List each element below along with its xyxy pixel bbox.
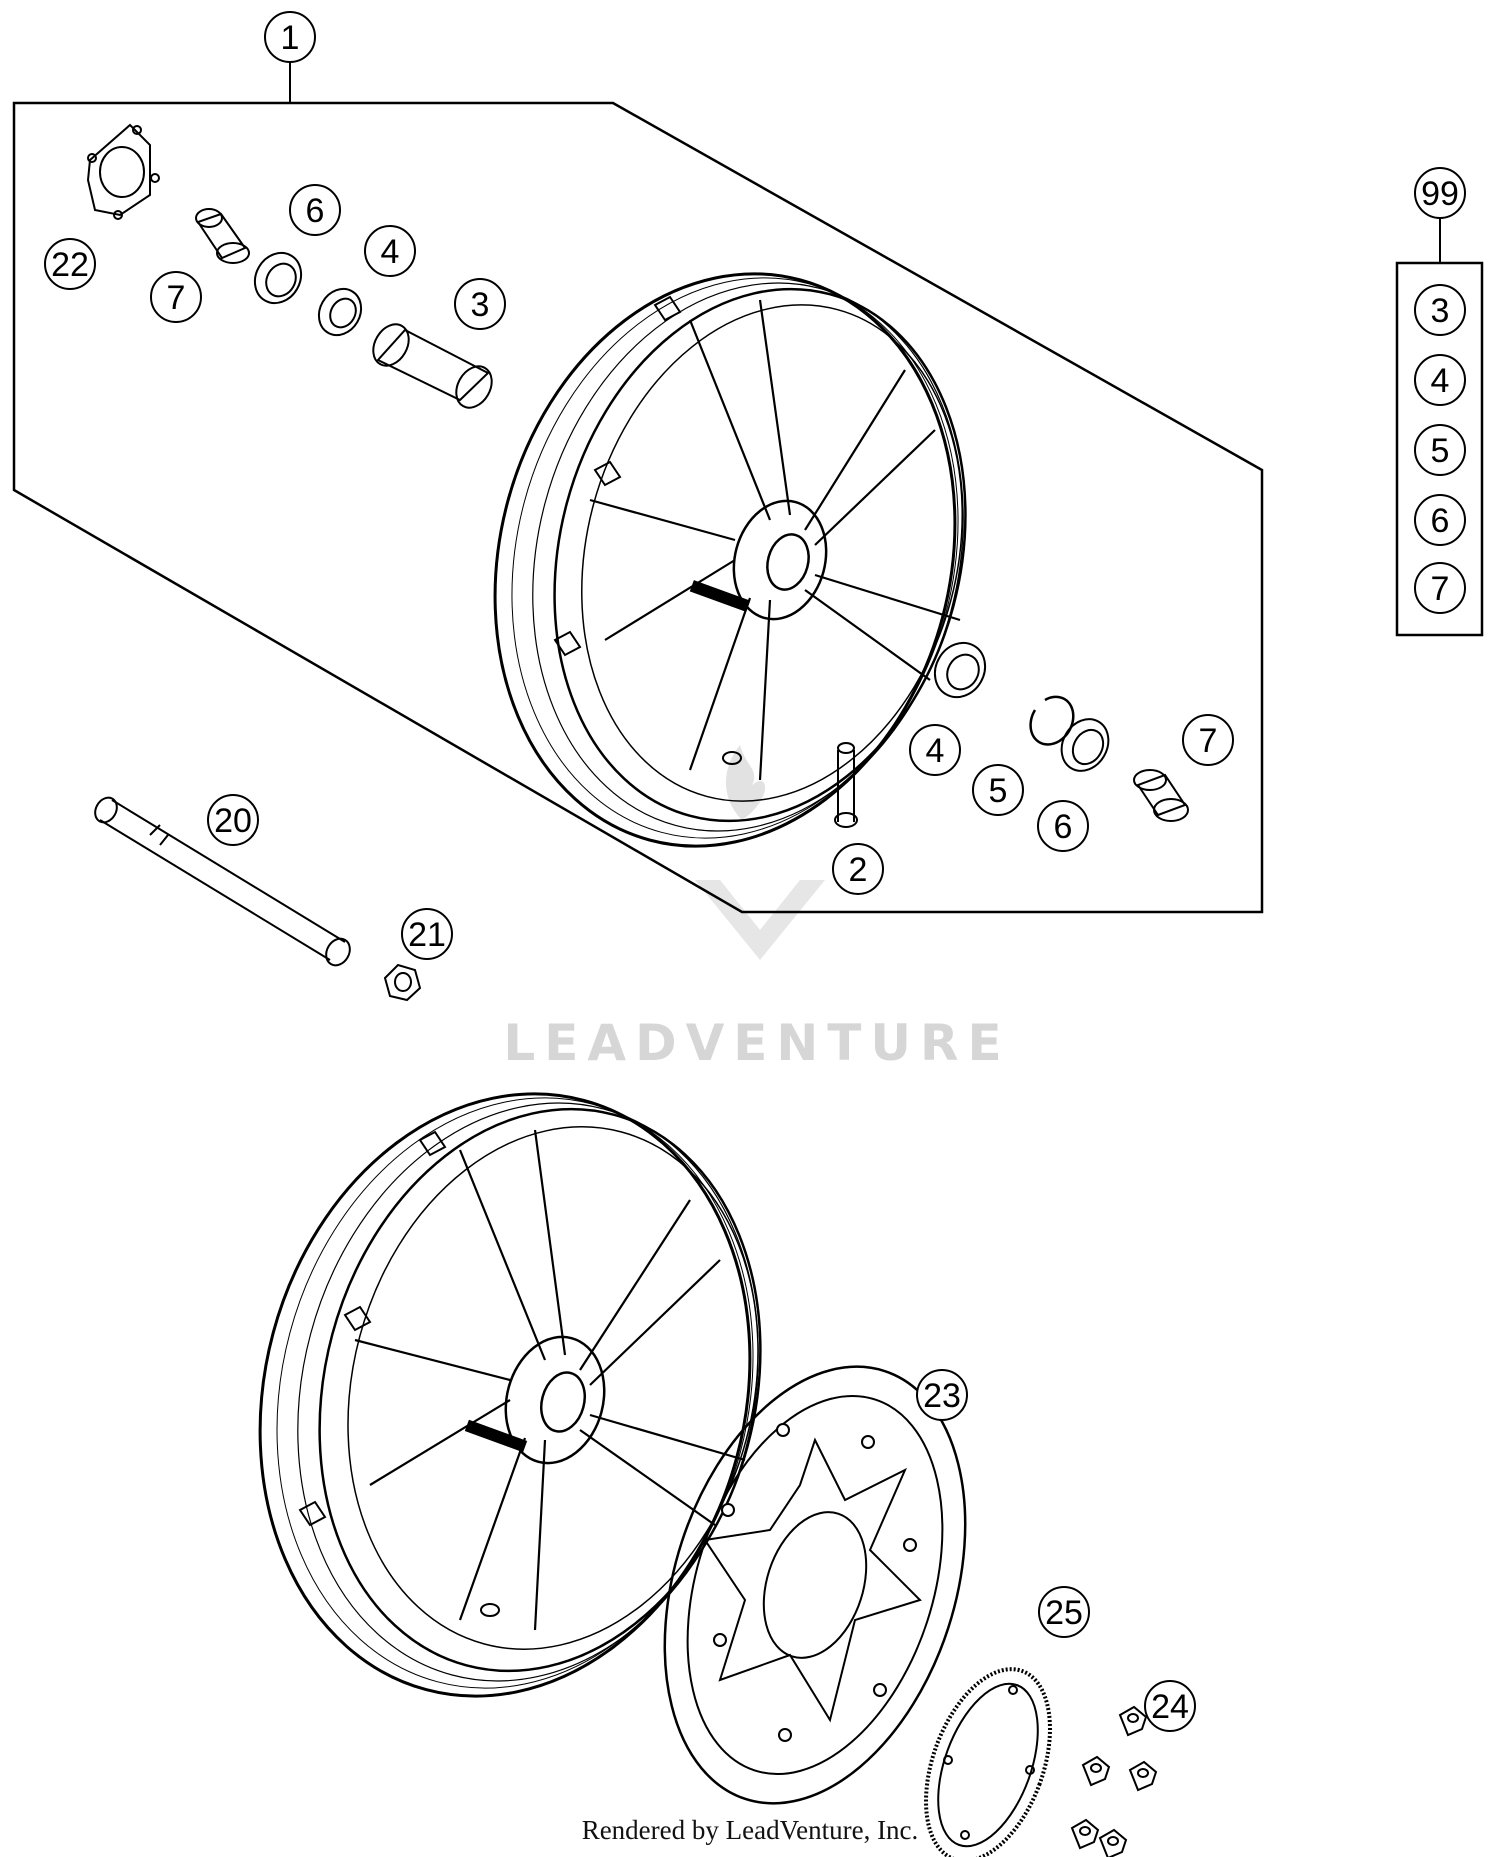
bolt-2	[834, 742, 858, 828]
lower-wheel	[258, 1092, 762, 1698]
callout-7-right[interactable]: 7	[1182, 714, 1234, 766]
callout-label: 4	[1431, 362, 1450, 400]
seal-6-right	[1060, 718, 1110, 772]
leadventure-watermark: LEADVENTURE	[503, 745, 1010, 1072]
callout-label: 6	[1054, 808, 1073, 846]
callout-label: 1	[281, 19, 300, 57]
callout-label: 23	[923, 1377, 961, 1415]
callout-label: 4	[381, 233, 400, 271]
callout-4-right[interactable]: 4	[909, 724, 961, 776]
watermark-text: LEADVENTURE	[503, 1014, 1010, 1072]
sensor-ring-22	[86, 123, 160, 220]
callout-label: 22	[51, 246, 89, 284]
callout-label: 5	[989, 772, 1008, 810]
footer-credit: Rendered by LeadVenture, Inc.	[581, 1815, 919, 1845]
callout-label: 7	[1199, 722, 1218, 760]
callout-label: 6	[306, 192, 325, 230]
callout-6-right[interactable]: 6	[1037, 800, 1089, 852]
spacer-sleeve-3	[372, 323, 493, 409]
callout-label: 99	[1421, 175, 1459, 213]
callout-6-left[interactable]: 6	[289, 184, 341, 236]
kit-99-frame	[1395, 261, 1484, 637]
callout-label: 7	[167, 279, 186, 317]
screws-24	[1070, 1705, 1158, 1857]
callout-99[interactable]: 99	[1414, 167, 1466, 219]
bearing-4-left	[317, 287, 363, 337]
upper-wheel	[493, 272, 967, 848]
callout-4-left[interactable]: 4	[364, 225, 416, 277]
callout-label: 25	[1045, 1594, 1083, 1632]
callout-21[interactable]: 21	[401, 908, 453, 960]
axle-20	[94, 796, 351, 967]
callout-20[interactable]: 20	[207, 794, 259, 846]
brake-disc-23	[663, 1365, 967, 1805]
callout-label: 2	[849, 851, 868, 889]
callout-label: 6	[1431, 502, 1450, 540]
callout-3[interactable]: 3	[454, 278, 506, 330]
callout-22[interactable]: 22	[44, 238, 96, 290]
callout-label: 7	[1431, 570, 1450, 608]
nut-21	[383, 963, 422, 1002]
spacer-7-left	[195, 208, 250, 264]
callout-label: 5	[1431, 432, 1450, 470]
callout-25[interactable]: 25	[1038, 1586, 1090, 1638]
callout-label: 24	[1151, 1688, 1189, 1726]
kit-99-item-4[interactable]: 4	[1414, 354, 1466, 406]
circlip-5	[1029, 695, 1075, 746]
assembly-frame	[12, 101, 1264, 914]
callout-label: 21	[408, 916, 446, 954]
callout-label: 20	[214, 802, 252, 840]
spacer-7-right	[1133, 769, 1189, 822]
callout-24[interactable]: 24	[1144, 1680, 1196, 1732]
callout-1[interactable]: 1	[264, 11, 316, 63]
callout-label: 3	[1431, 292, 1450, 330]
callout-label: 3	[471, 286, 490, 324]
callout-2[interactable]: 2	[832, 843, 884, 895]
kit-99-item-6[interactable]: 6	[1414, 494, 1466, 546]
kit-99-item-3[interactable]: 3	[1414, 284, 1466, 336]
callout-23[interactable]: 23	[916, 1369, 968, 1421]
callout-7-left[interactable]: 7	[150, 271, 202, 323]
abs-ring-25	[924, 1667, 1052, 1857]
callout-5[interactable]: 5	[972, 764, 1024, 816]
kit-99-item-7[interactable]: 7	[1414, 562, 1466, 614]
callout-label: 4	[926, 732, 945, 770]
seal-6-left	[253, 251, 303, 305]
bearing-4-right	[933, 641, 987, 699]
kit-99-item-5[interactable]: 5	[1414, 424, 1466, 476]
